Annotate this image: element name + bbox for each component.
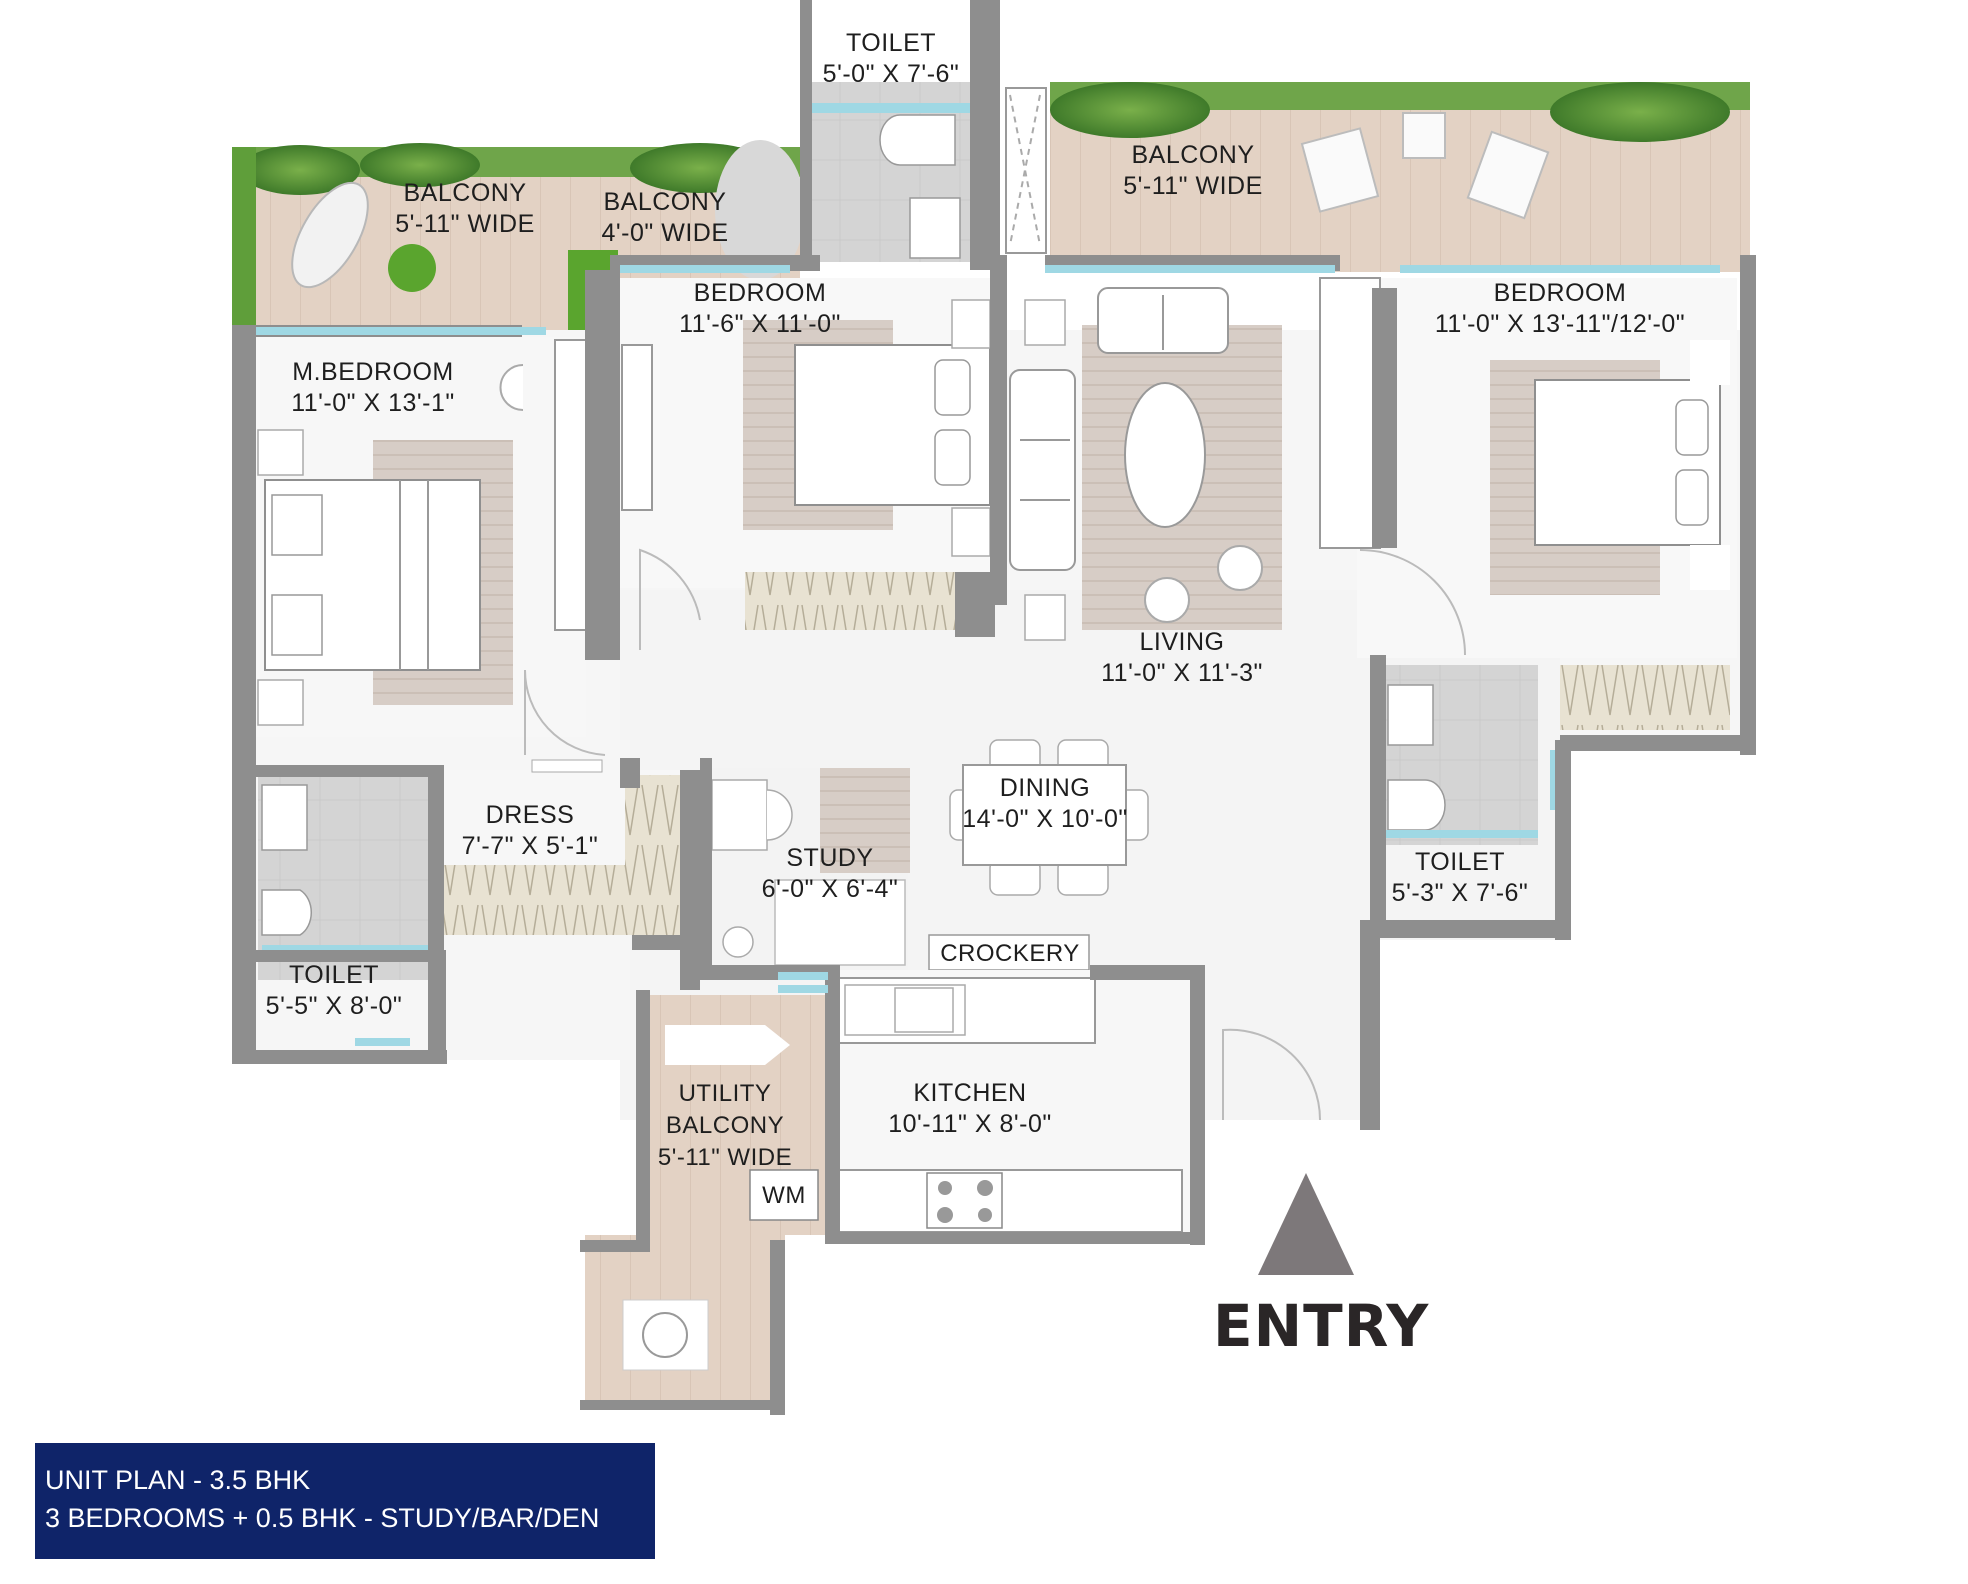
room-name: BALCONY (603, 188, 727, 216)
kitchen-area (830, 970, 1190, 1235)
room-name: BALCONY (403, 179, 527, 207)
unit-plan-caption: UNIT PLAN - 3.5 BHK 3 BEDROOMS + 0.5 BHK… (35, 1443, 655, 1559)
room-size: 5'-11" WIDE (395, 210, 535, 238)
room-size: 5'-0" X 7'-6" (822, 60, 960, 88)
toilet-right-area (1378, 665, 1558, 845)
balcony-right-area (1005, 82, 1750, 272)
room-size: 7'-7" X 5'-1" (461, 832, 599, 860)
room-name: CROCKERY (940, 940, 1080, 967)
bedroom-center-area (620, 278, 1000, 650)
entry-door[interactable] (1222, 1028, 1322, 1121)
room-size: 5'-11" WIDE (1123, 172, 1263, 200)
room-label-living: LIVING 11'-0" X 11'-3" (1101, 627, 1263, 689)
room-name: M.BEDROOM (292, 358, 454, 386)
room-name: BEDROOM (693, 279, 827, 307)
room-label-master-bedroom: M.BEDROOM 11'-0" X 13'-1" (291, 357, 455, 419)
caption-title: UNIT PLAN - 3.5 BHK (45, 1465, 311, 1495)
room-name-line2: BALCONY (665, 1112, 785, 1139)
room-size: 11'-0" X 13'-1" (291, 389, 455, 417)
room-label-crockery: CROCKERY (940, 938, 1080, 969)
dress-area (440, 669, 680, 935)
caption-subtitle: 3 BEDROOMS + 0.5 BHK - STUDY/BAR/DEN (45, 1503, 600, 1533)
room-size: 11'-6" X 11'-0" (679, 310, 841, 338)
room-size: 11'-0" X 11'-3" (1101, 659, 1263, 687)
room-label-toilet-right: TOILET 5'-3" X 7'-6" (1392, 847, 1529, 909)
room-label-study: STUDY 6'-0" X 6'-4" (762, 843, 899, 905)
room-name: DRESS (485, 801, 575, 829)
room-name: TOILET (288, 961, 380, 989)
room-label-bedroom-center: BEDROOM 11'-6" X 11'-0" (679, 278, 841, 340)
master-bedroom-area (256, 337, 611, 737)
windows (256, 265, 1720, 1046)
living-area (1009, 287, 1282, 641)
entry-label: ENTRY (1213, 1292, 1430, 1360)
room-name: STUDY (786, 844, 874, 872)
room-name: TOILET (1414, 848, 1506, 876)
room-name: WM (762, 1182, 806, 1209)
room-size: 10'-11" X 8'-0" (888, 1110, 1052, 1138)
room-label-kitchen: KITCHEN 10'-11" X 8'-0" (888, 1078, 1052, 1140)
room-label-dress: DRESS 7'-7" X 5'-1" (462, 800, 599, 862)
washing-machine-label: WM (762, 1180, 806, 1211)
toilet-top-area (810, 82, 970, 262)
room-size: 6'-0" X 6'-4" (761, 875, 899, 903)
dining-area (949, 739, 1149, 896)
room-label-toilet-left: TOILET 5'-5" X 8'-0" (266, 960, 403, 1022)
room-size: 14'-0" X 10'-0" (962, 805, 1128, 833)
entry-arrow-icon (1258, 1173, 1354, 1275)
room-name: KITCHEN (913, 1079, 1027, 1107)
toilet-left-area (258, 775, 432, 980)
room-name: LIVING (1139, 628, 1225, 656)
room-size: 5'-3" X 7'-6" (1391, 879, 1529, 907)
bedroom-right-area (1319, 277, 1737, 730)
room-label-balcony-right: BALCONY 5'-11" WIDE (1123, 140, 1263, 202)
room-label-bedroom-right: BEDROOM 11'-0" X 13'-11"/12'-0" (1435, 278, 1685, 340)
room-label-utility-balcony: UTILITY BALCONY 5'-11" WIDE (658, 1078, 792, 1174)
room-name: BEDROOM (1493, 279, 1627, 307)
room-label-balcony-mid: BALCONY 4'-0" WIDE (602, 187, 729, 249)
utility-balcony-area (585, 995, 825, 1405)
room-label-balcony-left: BALCONY 5'-11" WIDE (395, 178, 535, 240)
room-size: 11'-0" X 13'-11"/12'-0" (1434, 310, 1686, 338)
room-name: TOILET (845, 29, 937, 57)
room-name: UTILITY (678, 1080, 772, 1107)
walls (232, 0, 1756, 1415)
study-area (708, 768, 1090, 973)
room-label-toilet-top: TOILET 5'-0" X 7'-6" (823, 28, 960, 90)
room-name: DINING (999, 774, 1091, 802)
room-size: 4'-0" WIDE (601, 219, 729, 247)
room-label-dining: DINING 14'-0" X 10'-0" (962, 773, 1127, 835)
room-size: 5'-5" X 8'-0" (265, 992, 403, 1020)
balcony-left-area (232, 140, 805, 337)
room-name: BALCONY (1131, 141, 1255, 169)
room-size: 5'-11" WIDE (657, 1144, 793, 1171)
